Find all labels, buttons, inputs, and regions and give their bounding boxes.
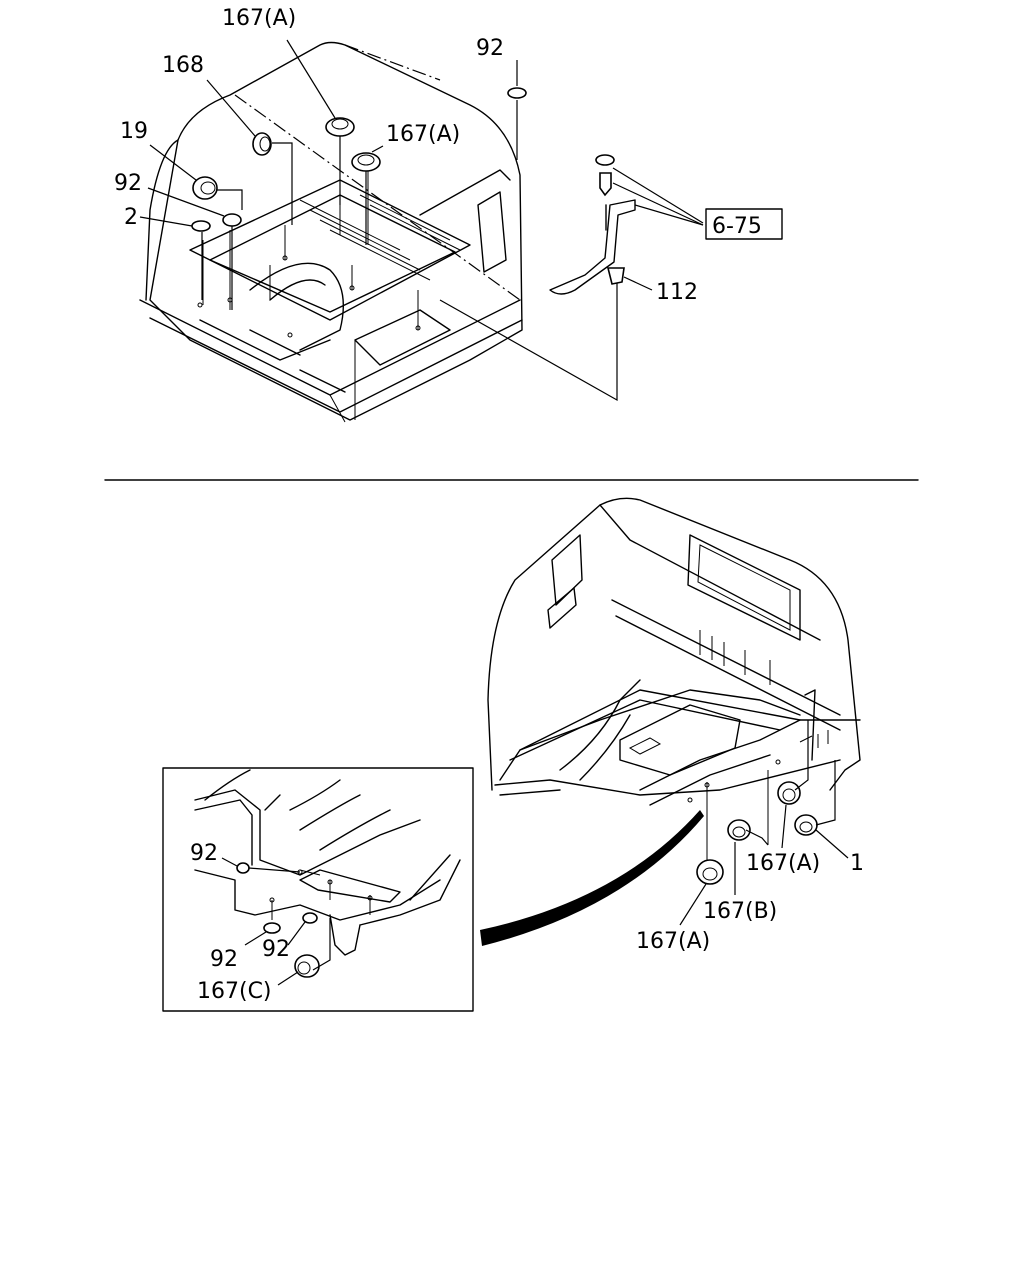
reference-box-6-75 [705,208,783,240]
top-leader-lines [139,39,704,310]
label-19: 19 [120,119,148,144]
label-167a-mid: 167(A) [386,122,460,147]
callout-labels: 167(A) 168 92 167(A) 19 92 2 6-75 112 92… [114,6,864,1004]
plug-92-inset-a-icon [236,862,250,874]
label-92-left: 92 [114,171,142,196]
top-part-icons [191,87,527,232]
plug-19-icon [192,176,218,200]
detail-arrow [480,810,704,946]
label-2: 2 [124,205,138,230]
label-167a-bot-right: 167(A) [746,851,820,876]
plug-92-top-icon [507,87,527,99]
label-167c: 167(C) [197,979,272,1004]
grommet-167b-icon [727,819,751,841]
cab-floor-drawing [139,41,523,423]
label-167b: 167(B) [703,899,777,924]
grommet-167a-bot-icon [696,859,724,885]
label-92-inset-b: 92 [210,947,238,972]
clip-112-icon [606,267,625,285]
inset-drawing [194,769,461,986]
label-167a-top: 167(A) [222,6,296,31]
label-168: 168 [162,53,204,78]
grommet-167a-right-icon [777,781,801,805]
grommet-167a-mid-icon [351,152,381,172]
label-92-top: 92 [476,36,504,61]
label-167a-bot: 167(A) [636,929,710,954]
bolt-washer-icon [595,154,615,166]
label-6-75: 6-75 [712,214,762,239]
plug-2-icon [191,220,211,232]
bolt-icon [599,172,612,197]
label-92-inset-a: 92 [190,841,218,866]
plug-168-icon [252,132,272,156]
label-92-inset-c: 92 [262,937,290,962]
bracket-drawing [439,154,636,402]
plug-92-inset-b-icon [263,922,281,934]
detail-inset-box [162,767,474,1012]
plug-92-left-icon [222,213,242,227]
cab-underside-drawing [487,497,861,860]
bottom-part-icons [696,781,818,885]
label-1: 1 [850,851,864,876]
plug-92-inset-c-icon [302,912,318,924]
label-112: 112 [656,280,698,305]
grommet-167a-top-icon [325,117,355,137]
bottom-leader-lines [679,720,849,926]
